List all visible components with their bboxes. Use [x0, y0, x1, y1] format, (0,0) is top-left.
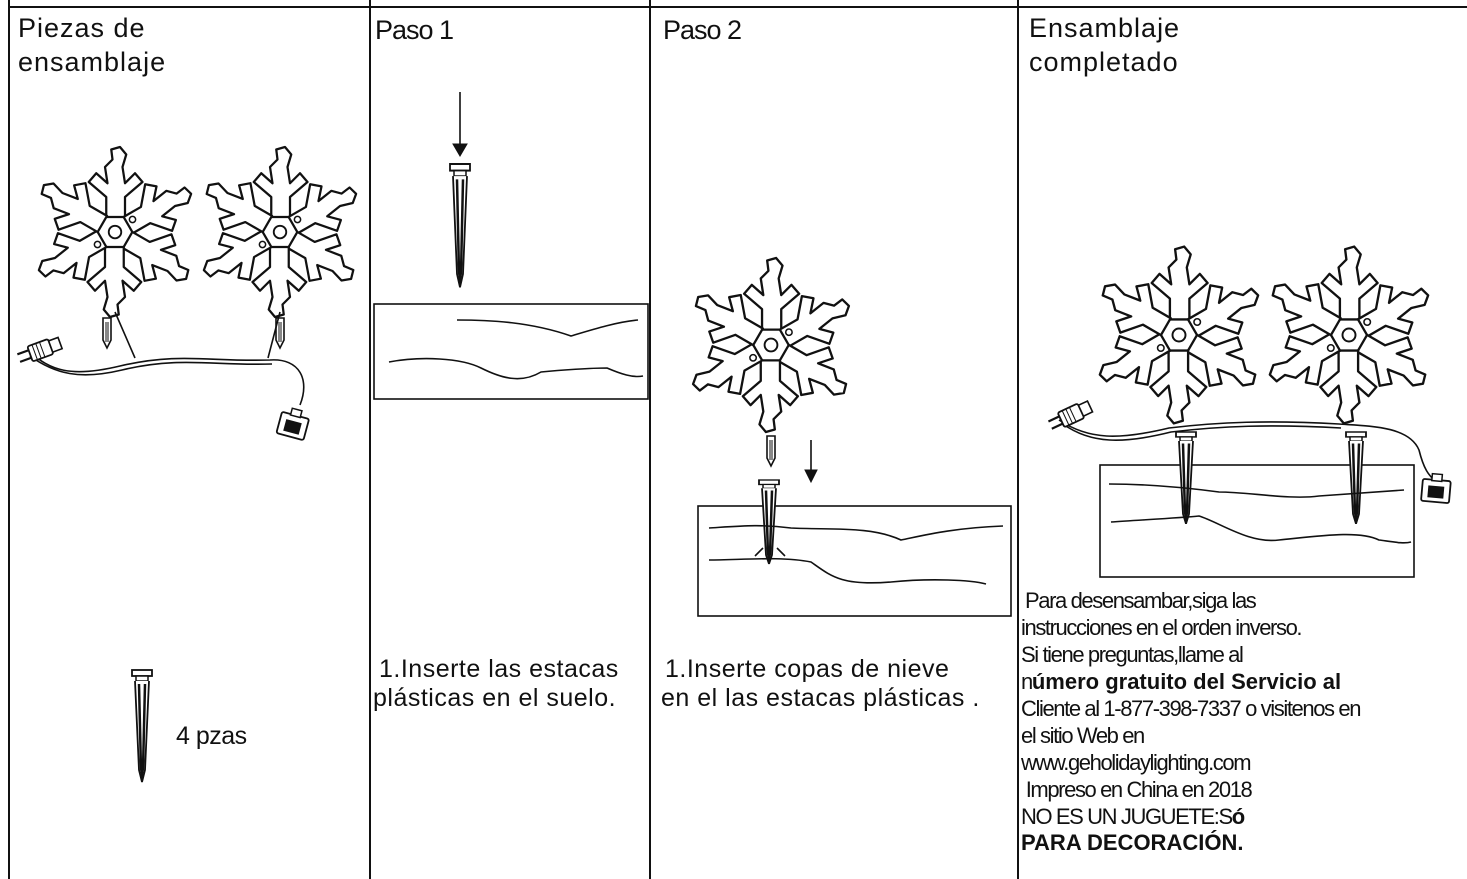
- step2-panel: Paso 2 1.Inserte copas de nieve en el la…: [651, 0, 1019, 879]
- website-link[interactable]: www.geholidaylighting.com: [1021, 750, 1252, 775]
- down-arrow-icon: [804, 469, 818, 484]
- snowflake-icon: [26, 145, 204, 319]
- step1-instruction-line1: 1.Inserte las estacas: [379, 655, 619, 683]
- info-line4-prefix: n: [1021, 669, 1033, 694]
- snowflake-icon: [191, 145, 369, 319]
- stake-count: 4 pzas: [176, 722, 247, 750]
- stake-icon: [130, 668, 154, 784]
- ground-box-icon: [1099, 464, 1415, 578]
- end-connector-icon: [275, 405, 312, 442]
- snowflake-icon: [1086, 245, 1272, 425]
- info-line1: Para desensambar,siga las: [1025, 588, 1257, 613]
- stake-icon: [766, 435, 776, 467]
- stake-icon: [1174, 430, 1198, 526]
- ground-box-icon: [373, 303, 649, 400]
- complete-title-line1: Ensamblaje: [1029, 13, 1181, 43]
- snowflake-icon: [680, 256, 862, 434]
- parts-title-line1: Piezas de: [18, 13, 146, 43]
- stake-icon: [102, 317, 112, 349]
- parts-panel: Piezas de ensamblaje 4 pzas: [8, 0, 371, 879]
- info-line9-prefix: NO ES UN JUGUETE:S: [1021, 804, 1233, 829]
- info-line5: Cliente al 1-877-398-7337 o visitenos en: [1021, 696, 1361, 721]
- step1-panel: Paso 1 1.Inserte las estacas plásticas e…: [371, 0, 651, 879]
- info-line3: Si tiene preguntas,llame al: [1021, 642, 1244, 667]
- info-line9: NO ES UN JUGUETE:Só: [1021, 804, 1245, 829]
- stake-icon: [448, 162, 472, 289]
- info-line10: PARA DECORACIÓN.: [1021, 830, 1244, 855]
- end-connector-icon: [1420, 471, 1453, 505]
- plug-icon: [1045, 398, 1095, 434]
- step1-instruction-line2: plásticas en el suelo.: [373, 684, 617, 712]
- info-line6: el sitio Web en: [1021, 723, 1145, 748]
- snowflake-icon: [1256, 245, 1442, 425]
- parts-title-line2: ensamblaje: [18, 47, 167, 77]
- ground-box-icon: [697, 505, 1012, 617]
- complete-title-line2: completado: [1029, 47, 1179, 77]
- step2-illustration: [680, 256, 1012, 617]
- plug-icon: [14, 334, 64, 367]
- parts-illustration: [14, 145, 369, 784]
- info-line9-bold: ó: [1231, 804, 1246, 829]
- info-line4: número gratuito del Servicio al: [1021, 669, 1341, 694]
- down-arrow-icon: [452, 143, 468, 157]
- info-line4-bold: úmero gratuito del Servicio al: [1031, 669, 1342, 694]
- complete-illustration: [1045, 245, 1453, 578]
- info-line2: instrucciones en el orden inverso.: [1021, 615, 1303, 640]
- step2-instruction-line1: 1.Inserte copas de nieve: [665, 655, 950, 683]
- step1-illustration: [373, 92, 649, 400]
- info-line8: Impreso en China en 2018: [1021, 777, 1253, 802]
- step2-instruction-line2: en el las estacas plásticas .: [661, 684, 980, 712]
- stake-icon: [1344, 430, 1368, 526]
- top-border: [8, 6, 1467, 8]
- stake-icon: [757, 478, 781, 566]
- step1-title: Paso 1: [375, 15, 454, 45]
- complete-panel: Ensamblaje completado Para desensambar,s…: [1019, 0, 1467, 879]
- step2-title: Paso 2: [663, 15, 742, 45]
